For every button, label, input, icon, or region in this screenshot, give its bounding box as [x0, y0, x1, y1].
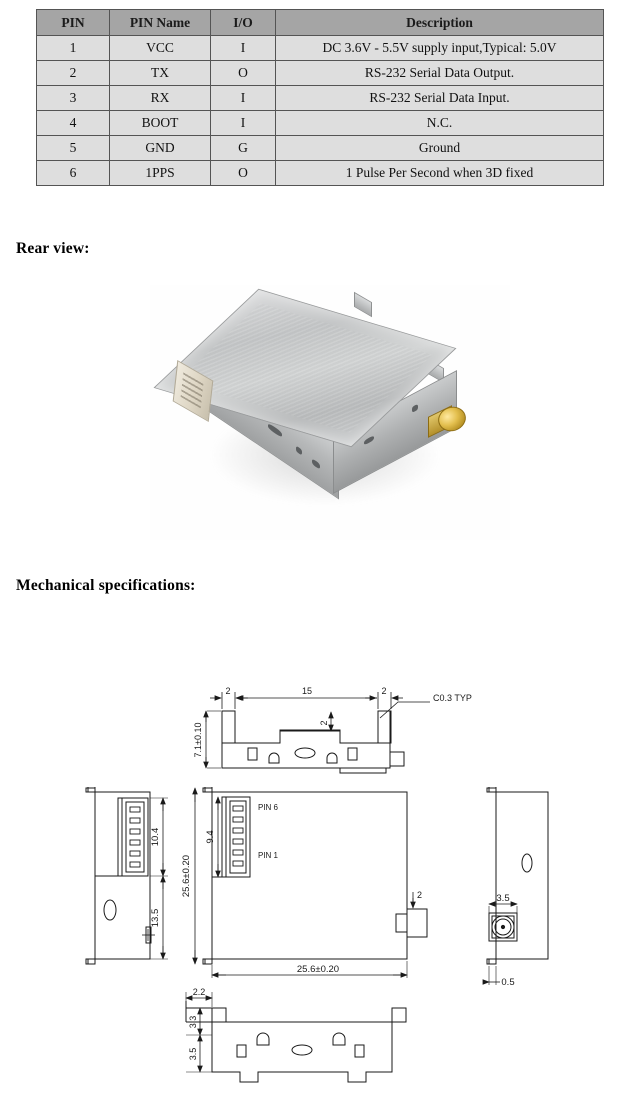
- table-row: 6 1PPS O 1 Pulse Per Second when 3D fixe…: [36, 160, 604, 186]
- pin-assignment-table: PIN PIN Name I/O Description 1 VCC I DC …: [36, 9, 604, 186]
- cell-desc: RS-232 Serial Data Input.: [275, 85, 604, 111]
- dim-right-3-5: 3.5: [496, 893, 509, 904]
- cell-io: O: [210, 60, 276, 86]
- cell-name: VCC: [109, 35, 211, 61]
- dim-top-2-right: 2: [381, 686, 386, 696]
- cell-io: G: [210, 135, 276, 161]
- dim-bottom-3-3: 3.3: [188, 1016, 198, 1029]
- cell-io: I: [210, 85, 276, 111]
- dim-front-2: 2: [417, 890, 422, 900]
- column-header-description: Description: [275, 9, 604, 36]
- shield-tab-top: [354, 291, 372, 318]
- cell-name: BOOT: [109, 110, 211, 136]
- dim-bottom-2-2: 2.2: [193, 987, 206, 997]
- cell-pin: 1: [36, 35, 110, 61]
- cell-name: 1PPS: [109, 160, 211, 186]
- dim-left-10-4: 10.4: [150, 828, 161, 847]
- cell-pin: 3: [36, 85, 110, 111]
- product-photo-canvas: [150, 285, 510, 540]
- table-row: 5 GND G Ground: [36, 135, 604, 161]
- column-header-pin-name: PIN Name: [109, 9, 211, 36]
- cell-pin: 6: [36, 160, 110, 186]
- cell-desc: Ground: [275, 135, 604, 161]
- pin-table: PIN PIN Name I/O Description 1 VCC I DC …: [36, 9, 604, 186]
- cell-desc: N.C.: [275, 110, 604, 136]
- cell-name: TX: [109, 60, 211, 86]
- table-header-row: PIN PIN Name I/O Description: [36, 9, 604, 36]
- vent-slot: [296, 445, 302, 456]
- product-photo-rear-view: [150, 285, 510, 540]
- cell-desc: 1 Pulse Per Second when 3D fixed: [275, 160, 604, 186]
- cell-io: I: [210, 35, 276, 61]
- mechanical-drawing-svg: 2 15 2 2 7.1±0.10: [85, 686, 549, 1083]
- dim-front-9-4: 9.4: [205, 830, 216, 843]
- dim-top-2-left: 2: [225, 686, 230, 696]
- heading-mechanical-specifications: Mechanical specifications:: [16, 577, 196, 594]
- column-header-io: I/O: [210, 9, 276, 36]
- cell-io: O: [210, 160, 276, 186]
- table-row: 3 RX I RS-232 Serial Data Input.: [36, 85, 604, 111]
- dim-right-0-5: 0.5: [501, 977, 514, 988]
- dim-front-height: 25.6±0.20: [181, 855, 192, 897]
- cell-name: GND: [109, 135, 211, 161]
- label-pin6: PIN 6: [258, 803, 279, 812]
- vent-slot: [364, 435, 374, 446]
- drawing-bottom-view: 2.2 3.3 3.5: [185, 987, 407, 1083]
- cell-name: RX: [109, 85, 211, 111]
- cell-pin: 5: [36, 135, 110, 161]
- cell-pin: 4: [36, 110, 110, 136]
- vent-slot: [412, 403, 418, 413]
- dim-top-15: 15: [302, 686, 312, 696]
- drawing-front-view: PIN 6 PIN 1 9.4 25.6±0.20 2: [181, 787, 428, 978]
- vent-slot: [312, 458, 320, 470]
- drawing-right-side-view: 3.5 0.5: [482, 787, 549, 988]
- table-row: 1 VCC I DC 3.6V - 5.5V supply input,Typi…: [36, 35, 604, 61]
- cell-desc: DC 3.6V - 5.5V supply input,Typical: 5.0…: [275, 35, 604, 61]
- heading-rear-view: Rear view:: [16, 240, 90, 257]
- note-chamfer: C0.3 TYP: [433, 693, 472, 703]
- dim-left-13-5: 13.5: [150, 909, 161, 928]
- label-pin1: PIN 1: [258, 851, 279, 860]
- column-header-pin: PIN: [36, 9, 110, 36]
- dim-top-2-vertical: 2: [319, 720, 329, 725]
- drawing-left-side-view: 10.4 13.5: [85, 787, 168, 965]
- cell-desc: RS-232 Serial Data Output.: [275, 60, 604, 86]
- mechanical-drawings: 2 15 2 2 7.1±0.10: [0, 630, 640, 1106]
- dim-top-height: 7.1±0.10: [193, 723, 203, 758]
- cell-pin: 2: [36, 60, 110, 86]
- table-row: 4 BOOT I N.C.: [36, 110, 604, 136]
- dim-front-width: 25.6±0.20: [297, 964, 339, 975]
- table-row: 2 TX O RS-232 Serial Data Output.: [36, 60, 604, 86]
- cell-io: I: [210, 110, 276, 136]
- drawing-top-view: 2 15 2 2 7.1±0.10: [193, 686, 472, 774]
- dim-bottom-3-5: 3.5: [188, 1048, 198, 1061]
